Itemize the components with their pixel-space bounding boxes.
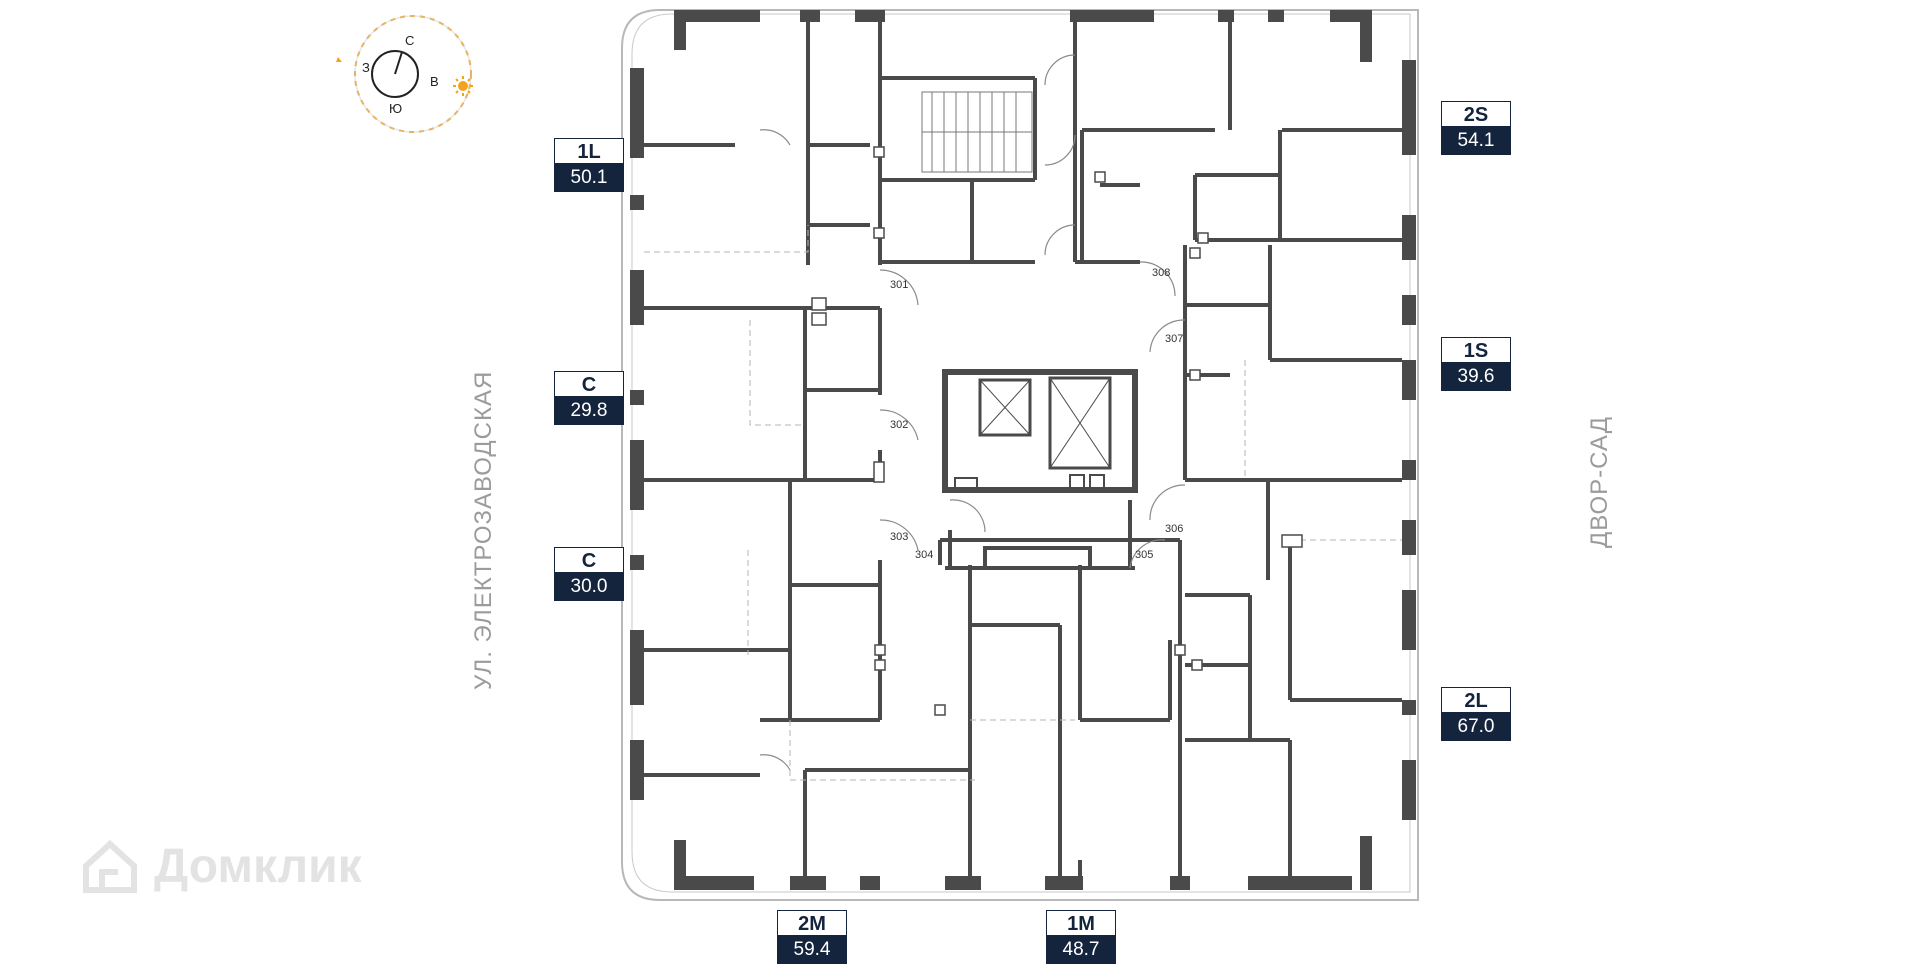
elevator-shafts — [942, 369, 1138, 570]
ventilation-shafts — [811, 146, 1303, 716]
compass-west: З — [362, 60, 370, 75]
apt-number: 305 — [1135, 549, 1153, 561]
street-label-right: ДВОР-САД — [1586, 416, 1613, 548]
compass-north: С — [405, 33, 414, 48]
unit-label-2l[interactable]: 2L 67.0 — [1441, 687, 1511, 741]
unit-label-1s[interactable]: 1S 39.6 — [1441, 337, 1511, 391]
apt-number: 301 — [890, 279, 908, 291]
exterior-walls — [630, 10, 1416, 890]
street-label-left: УЛ. ЭЛЕКТРОЗАВОДСКАЯ — [470, 370, 497, 690]
unit-label-1m[interactable]: 1M 48.7 — [1046, 910, 1116, 964]
unit-area: 59.4 — [777, 936, 847, 964]
unit-area: 39.6 — [1441, 363, 1511, 391]
unit-type: 2M — [777, 910, 847, 936]
apt-number: 303 — [890, 531, 908, 543]
unit-type: 2L — [1441, 687, 1511, 713]
building-outline — [621, 9, 1419, 901]
apt-number: 308 — [1152, 267, 1170, 279]
watermark: Домклик — [80, 836, 362, 896]
watermark-text: Домклик — [154, 839, 362, 893]
unit-type: 1M — [1046, 910, 1116, 936]
zone-markings — [644, 225, 1402, 781]
apt-number: 306 — [1165, 523, 1183, 535]
unit-area: 29.8 — [554, 397, 624, 425]
unit-label-1l[interactable]: 1L 50.1 — [554, 138, 624, 192]
interior-walls — [644, 10, 1402, 876]
apt-number: 302 — [890, 419, 908, 431]
unit-type: C — [554, 547, 624, 573]
staircase — [921, 91, 1033, 173]
unit-label-2s[interactable]: 2S 54.1 — [1441, 101, 1511, 155]
sun-icon — [453, 76, 473, 96]
unit-area: 67.0 — [1441, 713, 1511, 741]
unit-label-2m[interactable]: 2M 59.4 — [777, 910, 847, 964]
house-logo-icon — [83, 839, 137, 893]
unit-area: 50.1 — [554, 164, 624, 192]
apt-number: 307 — [1165, 333, 1183, 345]
unit-area: 30.0 — [554, 573, 624, 601]
unit-label-c[interactable]: C 29.8 — [554, 371, 624, 425]
unit-area: 54.1 — [1441, 127, 1511, 155]
unit-type: 1S — [1441, 337, 1511, 363]
compass-icon: С З В Ю — [336, 15, 472, 133]
unit-label-c-2[interactable]: C 30.0 — [554, 547, 624, 601]
unit-type: 2S — [1441, 101, 1511, 127]
unit-area: 48.7 — [1046, 936, 1116, 964]
compass-south: Ю — [389, 101, 402, 116]
doors — [759, 54, 1186, 771]
unit-type: C — [554, 371, 624, 397]
unit-type: 1L — [554, 138, 624, 164]
compass-east: В — [430, 74, 439, 89]
apt-number: 304 — [915, 549, 933, 561]
